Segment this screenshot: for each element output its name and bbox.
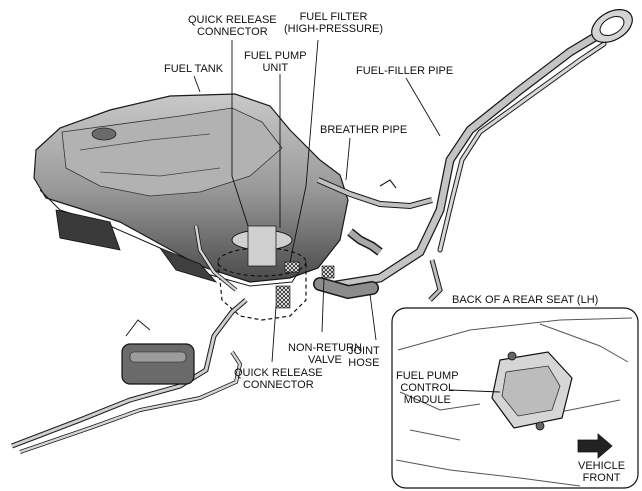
fuel-filler-pipe <box>325 9 633 302</box>
fuel-tank <box>33 93 349 287</box>
quick-release-connector-top-marker <box>284 261 300 273</box>
label-joint-hose: JOINT HOSE <box>348 345 380 369</box>
label-vehicle-front: VEHICLE FRONT <box>578 460 626 484</box>
fuel-pump-control-module <box>491 351 573 431</box>
label-fuel-filler-pipe: FUEL-FILLER PIPE <box>356 65 454 77</box>
label-breather-pipe: BREATHER PIPE <box>320 124 408 136</box>
inset-title: BACK OF A REAR SEAT (LH) <box>452 294 599 306</box>
label-fuel-filter: FUEL FILTER (HIGH-PRESSURE) <box>284 11 384 35</box>
tank-port <box>91 127 117 141</box>
label-non-return-valve: NON-RETURN VALVE <box>288 342 362 366</box>
joint-hose <box>313 228 383 300</box>
fuel-pump-unit <box>217 225 307 321</box>
breather-pipe <box>316 177 433 210</box>
label-fuel-pump-control-module: FUEL PUMP CONTROL MODULE <box>396 370 459 406</box>
module-bolt-bottom <box>535 421 545 431</box>
non-return-valve-marker <box>321 265 335 279</box>
label-fuel-tank: FUEL TANK <box>164 63 224 75</box>
leader-lines <box>193 39 441 363</box>
label-fuel-pump-unit: FUEL PUMP UNIT <box>244 50 307 74</box>
label-quick-release-connector-bottom: QUICK RELEASE CONNECTOR <box>234 367 323 391</box>
module-bolt-top <box>507 351 517 361</box>
charcoal-canister <box>121 319 195 385</box>
vehicle-front-arrow <box>577 433 613 459</box>
inset-panel <box>391 307 639 489</box>
quick-release-connector-bottom-marker <box>275 285 291 309</box>
label-quick-release-connector-top: QUICK RELEASE CONNECTOR <box>188 14 277 38</box>
